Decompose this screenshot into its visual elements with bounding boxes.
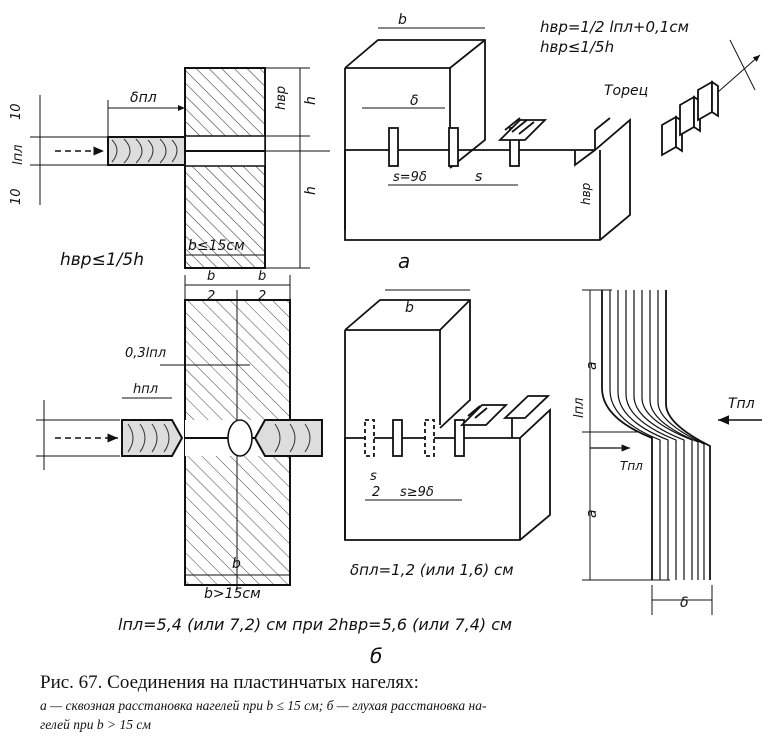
s-label: s [475,169,482,185]
labels-group: hвр=1/2 lпл+0,1см hвр≤1/5h Торец 10 10 l… [9,12,755,668]
l03-label: 0,3lпл [125,346,166,361]
T-pl-small: Tпл [620,459,643,473]
s-90-label: s=9δ [393,170,427,185]
h-top-label: h [303,96,319,105]
l-pl-label: lпл [11,145,26,165]
section-a-left [30,67,330,269]
end-view [661,39,761,157]
s-half-label: s [370,469,377,484]
a-upper-label: а [584,361,600,370]
formula-bottom: lпл=5,4 (или 7,2) см при 2hвр=5,6 (или 7… [118,615,512,634]
h-vr-label: hвр [274,86,289,110]
block-a-3d [344,27,631,241]
s-ge-9-label: s≥9δ [400,485,434,500]
section-b-left [36,275,323,590]
n10-bottom: 10 [9,188,24,205]
T-pl-right: Tпл [728,396,755,412]
torec-label: Торец [604,83,648,99]
block-b-3d [344,289,551,541]
l-pl-right: lпл [572,398,587,418]
delta-right: δ [680,595,689,611]
b-le-15: b≤15см [188,238,245,254]
n10-top: 10 [9,103,24,120]
h-vr-small: hвр [579,182,593,205]
two-right: 2 [258,289,266,304]
caption-title: Рис. 67. Соединения на пластинчатых наге… [40,672,419,693]
caption-line-1: а — сквозная расстановка нагелей при b ≤… [40,698,487,713]
delta-pl-eq: δпл=1,2 (или 1,6) см [350,561,514,579]
caption-line-2: гелей при b > 15 см [40,717,151,732]
grain-plate [582,289,762,615]
a-lower-label: а [584,509,600,518]
b-half-right: b [258,269,266,284]
h-bottom-label: h [303,186,319,195]
two-s-label: 2 [372,485,380,500]
b-right-label: b [405,300,414,316]
formula-h-vr-1: hвр=1/2 lпл+0,1см [540,18,689,36]
b-half-left: b [207,269,215,284]
label-b: б [370,644,382,668]
b-top-label: b [398,12,407,28]
formula-h-vr-2: hвр≤1/5h [540,38,614,56]
label-a: а [398,249,410,273]
h-pl-label: hпл [133,382,158,397]
b-gt-15-label: b>15см [204,586,261,602]
cond-left: hвр≤1/5h [60,250,144,270]
delta-pl-top: δпл [130,90,157,106]
delta-label: δ [410,93,419,109]
two-left: 2 [207,289,215,304]
b-bottom-label: b [232,556,241,572]
